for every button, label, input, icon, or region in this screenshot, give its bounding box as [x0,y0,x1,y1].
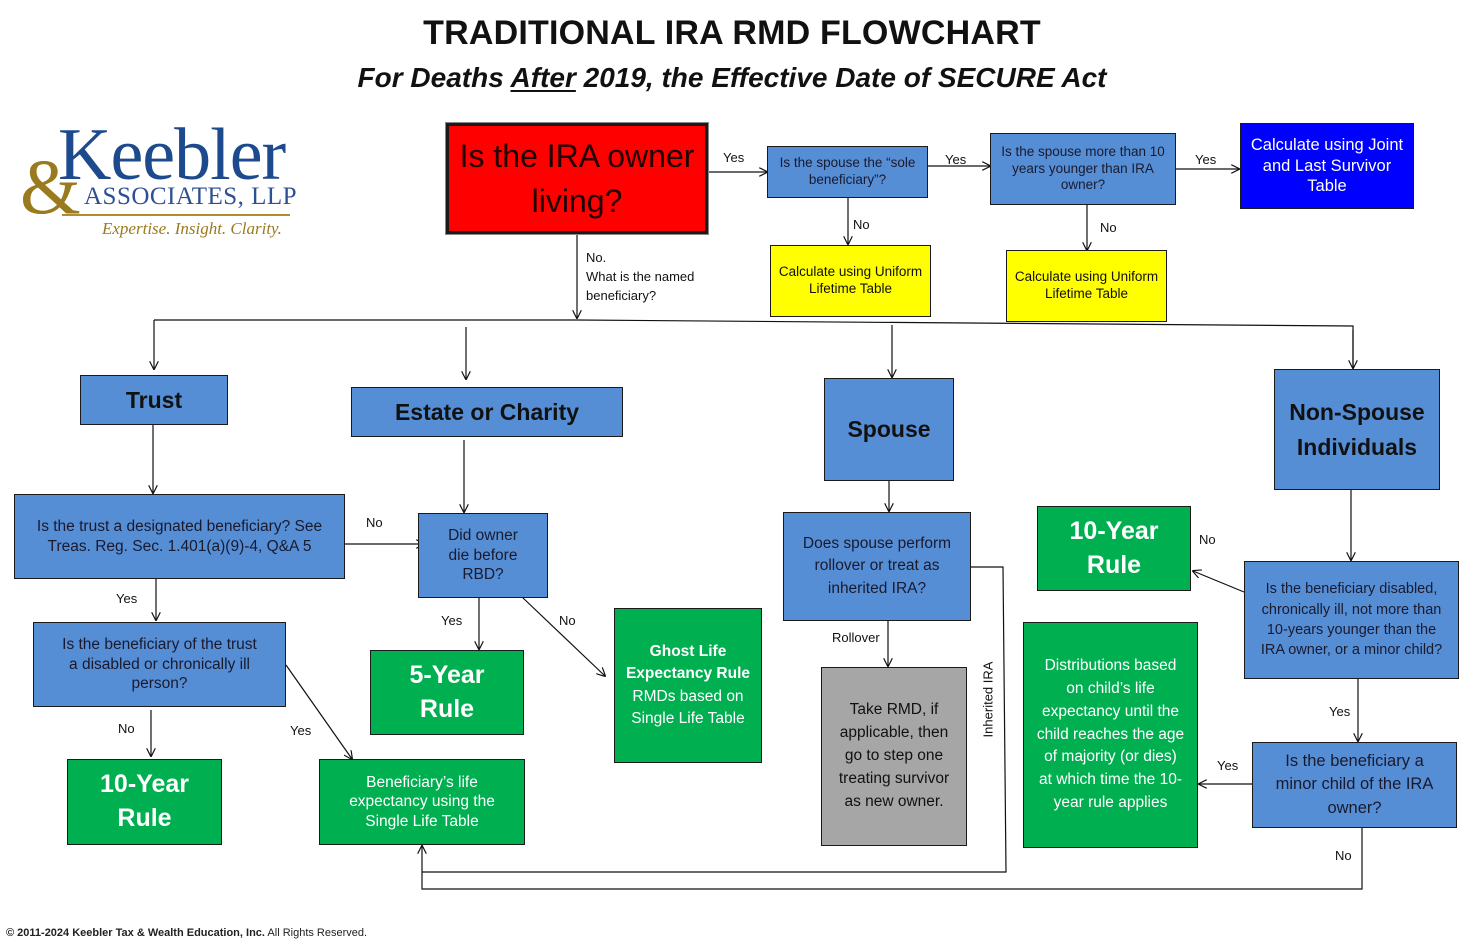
edge-beneficiary-bus [154,319,1354,368]
node-estate-charity: Estate or Charity [351,387,623,437]
ghost-rule-body: RMDs based on Single Life Table [631,687,745,727]
node-sole-beneficiary: Is the spouse the “sole beneficiary”? [767,146,928,198]
label-minor-no: No [1335,848,1352,863]
node-uniform-lifetime-2: Calculate using Uniform Lifetime Table [1006,250,1167,322]
node-non-spouse: Non-Spouse Individuals [1274,369,1440,490]
logo-associates: ASSOCIATES, LLP [84,183,298,210]
label-minor-yes: Yes [1217,758,1239,773]
label-trust-dis-no: No [118,721,135,736]
node-spouse-younger: Is the spouse more than 10 years younger… [990,133,1176,205]
node-ns-disabled: Is the beneficiary disabled, chronically… [1244,561,1459,679]
edge-trust-dis-yes [285,664,352,759]
logo-name: Keebler [58,114,286,196]
label-rbd-no: No [559,613,576,628]
node-single-life-table: Beneficiary’s life expectancy using the … [319,759,525,845]
node-five-year-rule: 5-Year Rule [370,650,524,735]
label-owner-no: No. What is the named beneficiary? [586,250,695,303]
label-sole-yes: Yes [945,152,967,167]
label-rollover: Rollover [832,630,880,645]
node-ten-year-rule-trust: 10-Year Rule [67,759,222,845]
label-ns-yes: Yes [1329,704,1351,719]
node-ghost-life-expectancy: Ghost Life Expectancy Rule RMDs based on… [614,608,762,763]
node-child-distributions: Distributions based on child’s life expe… [1023,622,1198,848]
label-sole-no: No [853,217,870,232]
label-rbd-yes: Yes [441,613,463,628]
label-inherited-ira: Inherited IRA [980,661,996,738]
node-trust: Trust [80,375,228,425]
subtitle-emphasis: After [510,62,576,93]
logo-divider [62,214,290,216]
label-trust-dis-yes: Yes [290,723,312,738]
node-take-rmd: Take RMD, if applicable, then go to step… [821,667,967,846]
label-owner-yes: Yes [723,150,745,165]
node-trust-disabled: Is the beneficiary of the trust a disabl… [33,622,286,707]
subtitle-prefix: For Deaths [357,62,511,93]
label-trust-no: No [366,515,383,530]
node-spouse: Spouse [824,378,954,481]
copyright-footer: © 2011-2024 Keebler Tax & Wealth Educati… [6,927,368,939]
label-younger-yes: Yes [1195,152,1217,167]
node-trust-designated: Is the trust a designated beneficiary? S… [14,494,345,579]
subtitle-suffix: 2019, the Effective Date of SECURE Act [575,62,1107,93]
node-owner-living: Is the IRA owner living? [446,123,708,234]
logo-ampersand: & [20,143,81,230]
edge-rbd-no [521,596,605,676]
label-younger-no: No [1100,220,1117,235]
node-joint-last-survivor: Calculate using Joint and Last Survivor … [1240,123,1414,209]
page-subtitle: For Deaths After 2019, the Effective Dat… [0,62,1464,94]
ghost-rule-title: Ghost Life Expectancy Rule [625,642,751,683]
node-rollover-question: Does spouse perform rollover or treat as… [783,512,971,621]
page-title: TRADITIONAL IRA RMD FLOWCHART [423,14,1041,52]
label-ns-no: No [1199,532,1216,547]
node-ten-year-rule-ns: 10-Year Rule [1037,506,1191,591]
logo-tagline: Expertise. Insight. Clarity. [102,219,282,238]
node-uniform-lifetime-1: Calculate using Uniform Lifetime Table [770,245,931,317]
node-die-before-rbd: Did owner die before RBD? [418,513,548,598]
edge-ns-no [1193,571,1245,593]
label-trust-yes: Yes [116,591,138,606]
node-minor-child: Is the beneficiary a minor child of the … [1252,742,1457,828]
